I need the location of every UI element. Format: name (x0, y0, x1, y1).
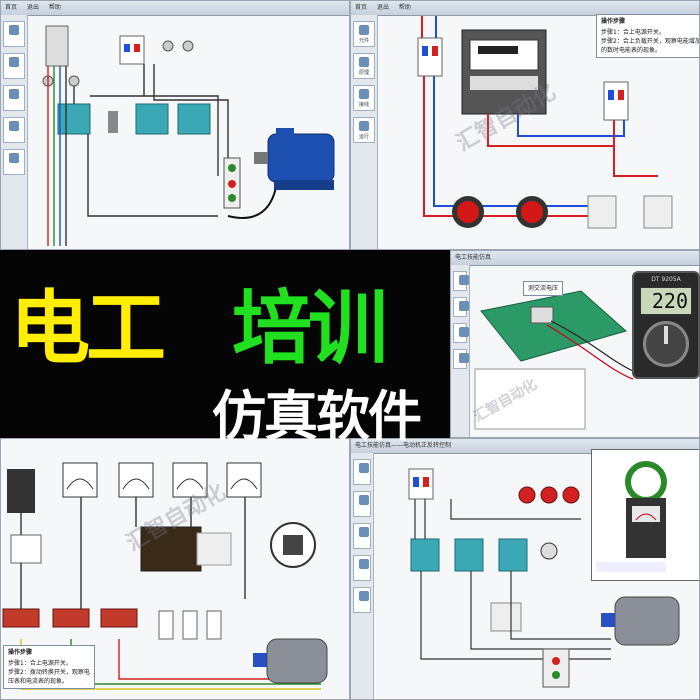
wiring-diagram (42, 25, 335, 246)
indicator-light (518, 486, 536, 504)
sidebar-item-components[interactable]: 元件 (353, 21, 375, 47)
panel-bottom-right: 电工技能仿真——电动机正反转控制 (350, 438, 700, 700)
banner-subtitle: 仿真软件 (212, 385, 422, 448)
sidebar-item-principle[interactable]: 原理 (353, 53, 375, 79)
wiring-canvas[interactable] (28, 16, 349, 249)
circuit-board (480, 290, 628, 362)
motor-icon (601, 596, 680, 646)
sidebar-item-2[interactable] (3, 53, 25, 79)
sidebar-item-run[interactable]: 运行 (353, 117, 375, 143)
sidebar-item[interactable] (353, 459, 371, 485)
circuit-board-scene (474, 290, 634, 430)
breaker (10, 534, 42, 564)
breaker (603, 81, 629, 121)
tab-help[interactable]: 帮助 (398, 4, 411, 11)
meter-wiring-diagram (2, 462, 328, 690)
sidebar-item-5[interactable] (3, 149, 25, 175)
banner-title-electric: 电工 (10, 282, 166, 375)
dial-icon[interactable] (643, 321, 689, 367)
reversing-circuit-diagram (408, 468, 680, 688)
rotary-switch (140, 526, 202, 572)
panel-top-left: 首页 退出 帮助 (0, 0, 350, 250)
contactor (135, 103, 169, 135)
sidebar-item[interactable] (353, 491, 371, 517)
meter-screen: 220 (640, 287, 692, 315)
motor-icon (254, 128, 335, 190)
sidebar (451, 265, 470, 437)
sidebar-item-4[interactable] (3, 117, 25, 143)
sidebar-item[interactable] (353, 587, 371, 613)
sidebar-item[interactable] (453, 297, 469, 317)
sidebar-item-wiring[interactable]: 接线 (353, 85, 375, 111)
panel-top-right: 首页 退出 帮助 元件 原理 接线 运行 (350, 0, 700, 250)
ammeter-icon (62, 462, 262, 498)
titlebar: 电工技能仿真 (451, 251, 699, 266)
sidebar-item[interactable] (453, 323, 469, 343)
sidebar (1, 15, 28, 249)
tab-exit[interactable]: 退出 (376, 4, 389, 11)
energy-meter-diagram (417, 16, 673, 229)
contactor (410, 538, 440, 572)
timer-icon (540, 542, 558, 560)
label-box: 测交流电压 (523, 281, 564, 296)
multimeter[interactable]: DT 9205A 220 (632, 271, 700, 379)
clamp-meter-icon (596, 461, 667, 572)
contactor (57, 103, 91, 135)
current-transformer (2, 608, 40, 628)
fuse (162, 40, 174, 52)
panel-bottom-left: 操作步骤 步骤1：合上电源开关。 步骤2：拨动转换开关，观察电压表和电流表的现象… (0, 438, 350, 700)
titlebar: 首页 退出 帮助 (351, 1, 699, 16)
promo-banner: 电工 培训 仿真软件 (0, 250, 450, 448)
tab-home[interactable]: 首页 (5, 4, 18, 11)
sidebar-item[interactable] (453, 349, 469, 369)
energy-meter-icon (461, 29, 547, 115)
sidebar-item[interactable] (353, 523, 371, 549)
fuse (182, 40, 194, 52)
breaker (417, 37, 443, 77)
contactor (454, 538, 484, 572)
knife-switch (7, 469, 35, 513)
knife-switch (45, 25, 69, 67)
motor-icon (253, 638, 328, 684)
control-box (490, 602, 522, 632)
contactor (177, 103, 211, 135)
button-box (542, 648, 570, 688)
sidebar-item[interactable] (353, 555, 371, 581)
tab-help[interactable]: 帮助 (48, 4, 61, 11)
tab-home[interactable]: 首页 (355, 4, 368, 11)
breaker (408, 468, 434, 500)
wiring-canvas[interactable]: 操作步骤 步骤1：合上电源开关。 步骤2：合上负载开关，观察电能增加的数时电能表… (378, 14, 699, 249)
wall-switch (643, 195, 673, 229)
step-box: 操作步骤 步骤1：合上电源开关。 步骤2：合上负载开关，观察电能增加的数时电能表… (596, 14, 699, 58)
contactor (498, 538, 528, 572)
breaker (119, 35, 145, 65)
sidebar-item-1[interactable] (3, 21, 25, 47)
step-box: 操作步骤 步骤1：合上电源开关。 步骤2：拨动转换开关，观察电压表和电流表的现象… (3, 645, 95, 689)
meter-brand: DT 9205A (651, 276, 681, 283)
clamp-meter-popup[interactable] (591, 449, 699, 581)
tab-exit[interactable]: 退出 (26, 4, 39, 11)
wall-switch (587, 195, 617, 229)
sidebar-item[interactable] (453, 271, 469, 291)
fuse (68, 75, 80, 87)
sidebar (351, 453, 374, 699)
sidebar-item-3[interactable] (3, 85, 25, 111)
banner-title-training: 培训 (232, 282, 388, 375)
timer (108, 111, 118, 133)
titlebar: 首页 退出 帮助 (1, 1, 349, 16)
sidebar: 元件 原理 接线 运行 (351, 15, 378, 249)
